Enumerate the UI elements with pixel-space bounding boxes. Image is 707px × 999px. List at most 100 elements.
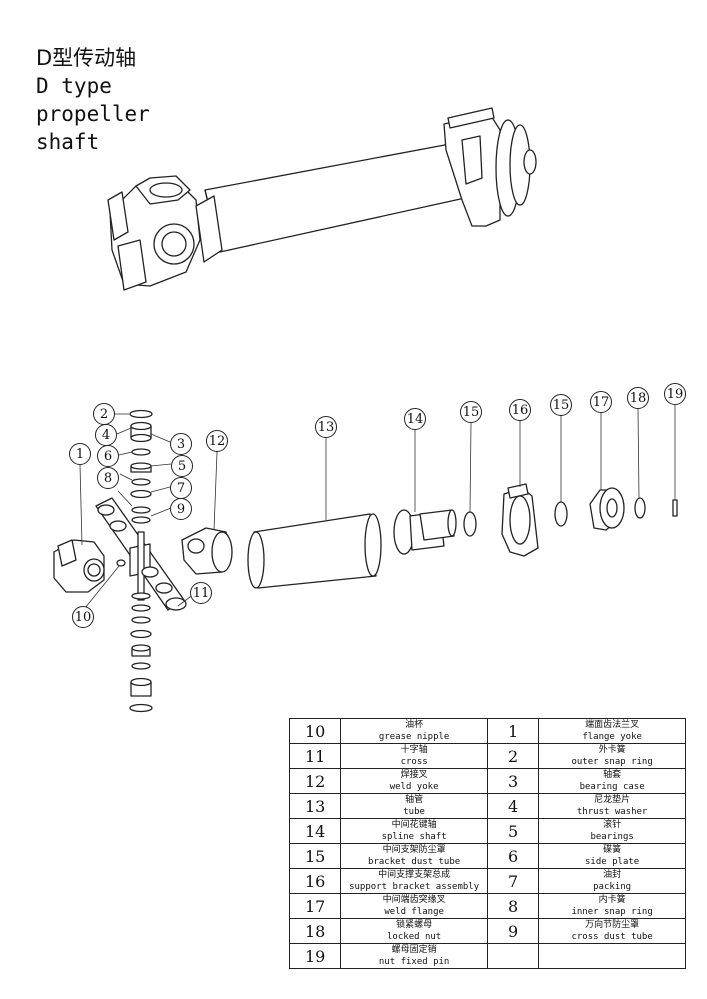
part-number: 19 — [288, 943, 342, 969]
part-name-chinese: 焊接叉 — [400, 769, 428, 780]
part-number: 18 — [288, 918, 342, 944]
weld-yoke-illustration — [181, 527, 233, 575]
part-number: 12 — [288, 768, 342, 794]
nut-fixed-pin-illustration — [672, 499, 678, 517]
callout-13: 13 — [315, 416, 337, 438]
part-number: 10 — [288, 718, 342, 744]
callout-6: 6 — [97, 445, 119, 467]
part-name-chinese: 中间支架防尘罩 — [382, 844, 446, 855]
part-number: 3 — [486, 768, 540, 794]
callout-16: 16 — [509, 399, 531, 421]
part-name-chinese: 十字轴 — [400, 744, 428, 755]
part-number: 15 — [288, 843, 342, 869]
part-name-chinese: 油杯 — [405, 719, 424, 730]
part-name-chinese: 滚针 — [603, 819, 622, 830]
part-name-english: weld yoke — [389, 781, 439, 792]
drawing-title: D型传动轴 D type propeller shaft — [36, 44, 256, 156]
weld-flange-illustration — [589, 487, 625, 531]
part-name-chinese: 中间端齿突缘叉 — [382, 894, 446, 905]
part-name-chinese: 碟簧 — [603, 844, 622, 855]
part-number: 16 — [288, 868, 342, 894]
title-line-2: propeller — [36, 102, 150, 126]
part-number: 17 — [288, 893, 342, 919]
flange-yoke-illustration — [53, 539, 105, 593]
part-name-english: spline shaft — [381, 831, 447, 842]
tube-illustration — [247, 513, 382, 589]
part-number: 5 — [486, 818, 540, 844]
part-name-english: flange yoke — [582, 731, 642, 742]
part-number: 2 — [486, 743, 540, 769]
callout-2: 2 — [93, 403, 115, 425]
callout-4: 4 — [95, 424, 117, 446]
part-name-english: nut fixed pin — [378, 956, 450, 967]
part-name-chinese: 锁紧螺母 — [396, 919, 433, 930]
part-name-chinese: 内卡簧 — [598, 894, 626, 905]
part-name-chinese: 中间支撑支架总成 — [378, 869, 451, 880]
part-name-english: outer snap ring — [571, 756, 653, 767]
callout-17: 17 — [590, 391, 612, 413]
part-name — [538, 943, 686, 969]
part-name-english: thrust washer — [576, 806, 648, 817]
callout-7: 7 — [170, 477, 192, 499]
support-bracket-illustration — [501, 483, 539, 557]
part-number: 9 — [486, 918, 540, 944]
callout-11: 11 — [190, 582, 212, 604]
part-name-chinese: 端面齿法兰叉 — [585, 719, 640, 730]
grease-nipple-illustration — [116, 559, 126, 567]
part-name-english: cross dust tube — [571, 931, 653, 942]
callout-3: 3 — [170, 433, 192, 455]
callout-15b: 15 — [550, 394, 572, 416]
part-name-english: weld flange — [384, 906, 444, 917]
part-name-english: grease nipple — [378, 731, 450, 742]
part-name-english: inner snap ring — [571, 906, 653, 917]
callout-15a: 15 — [460, 401, 482, 423]
callout-5: 5 — [171, 455, 193, 477]
locked-nut-illustration — [634, 497, 646, 519]
part-name-english: support bracket assembly — [349, 881, 480, 892]
title-chinese: D型传动轴 — [36, 46, 137, 70]
part-name-english: bearings — [590, 831, 634, 842]
part-number: 7 — [486, 868, 540, 894]
spline-shaft-illustration — [393, 509, 457, 555]
part-name-english: side plate — [585, 856, 640, 867]
callout-19: 19 — [664, 383, 686, 405]
part-number: 6 — [486, 843, 540, 869]
cross-illustration — [95, 497, 187, 611]
part-name-english: cross — [400, 756, 428, 767]
part-number: 14 — [288, 818, 342, 844]
part-name-english: tube — [403, 806, 425, 817]
part-number: 13 — [288, 793, 342, 819]
part-name-chinese: 轴套 — [603, 769, 622, 780]
part-number: 1 — [486, 718, 540, 744]
assembled-shaft-illustration — [107, 107, 537, 291]
part-name-english: bracket dust tube — [368, 856, 461, 867]
part-name-chinese: 螺母固定销 — [391, 944, 437, 955]
part-name-chinese: 中间花键轴 — [391, 819, 437, 830]
callout-1: 1 — [69, 443, 91, 465]
